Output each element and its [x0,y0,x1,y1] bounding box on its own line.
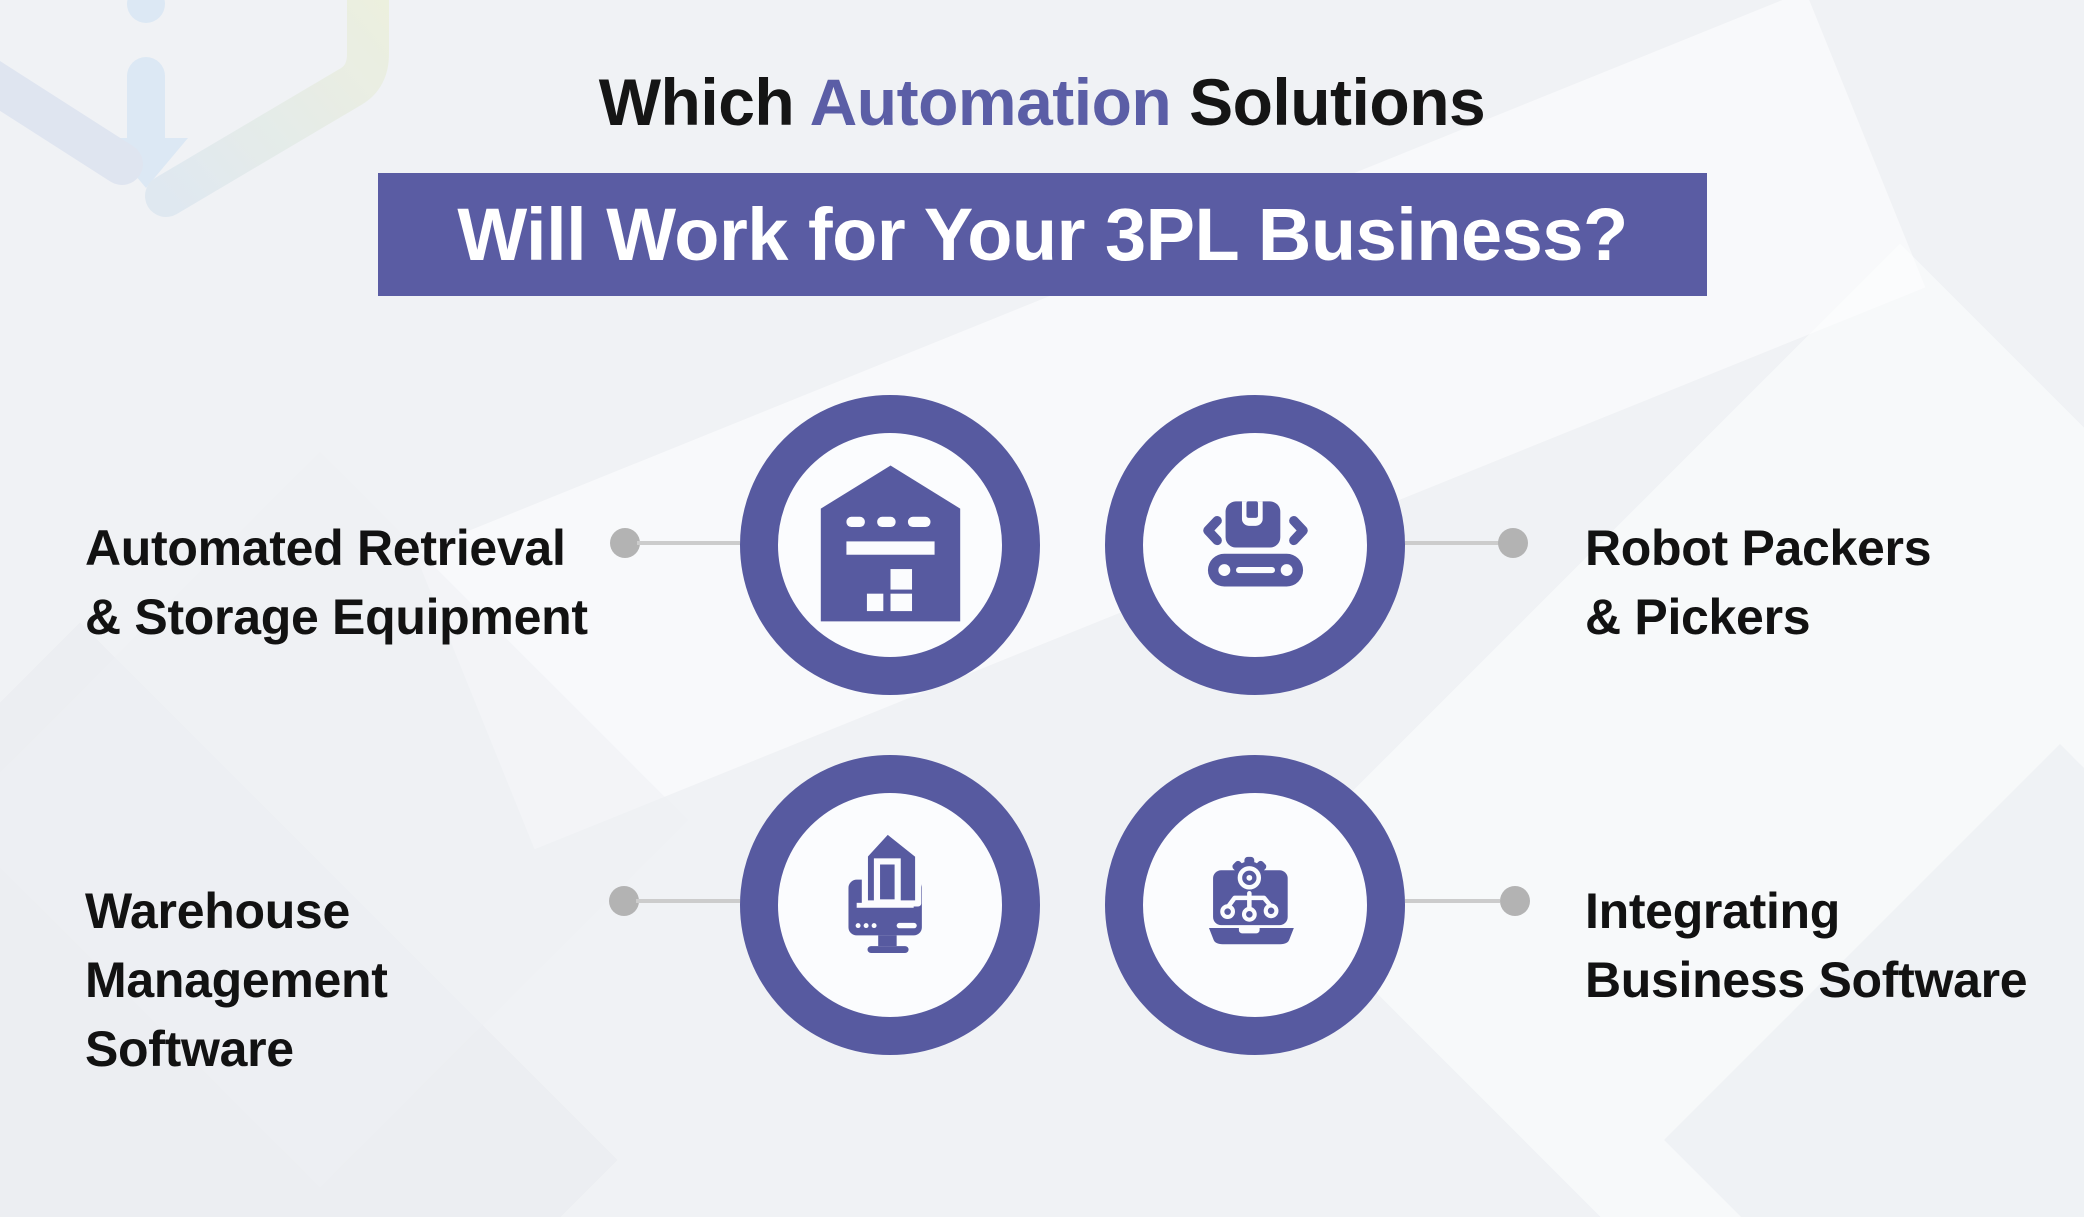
title-suffix: Solutions [1171,65,1486,139]
label-line: Software [85,1021,294,1077]
label-line: Automated Retrieval [85,520,566,576]
label-line: & Storage Equipment [85,589,588,645]
label-integrating-business-software: Integrating Business Software [1585,877,2028,1015]
box-arrow-watermark-icon [0,0,389,217]
connector-line [637,541,740,545]
title-prefix: Which [598,65,810,139]
label-automated-retrieval-storage: Automated Retrieval & Storage Equipment [85,514,588,652]
page-title: Which Automation Solutions [0,64,2084,140]
label-line: Integrating [1585,883,1841,939]
gear-glyph [1227,856,1270,899]
label-line: Business Software [1585,952,2028,1008]
circle-integrating-software [1105,755,1405,1055]
background-diamond-shape [1263,243,2084,1217]
label-robot-packers-pickers: Robot Packers & Pickers [1585,514,1932,652]
connector-dot [609,886,639,916]
circle-warehouse-management [740,755,1040,1055]
label-line: Warehouse [85,883,350,939]
label-line: Management [85,952,388,1008]
circle-automated-retrieval [740,395,1040,695]
conveyor-belt-box-icon [1202,500,1308,586]
connector-dot [610,528,640,558]
warehouse-icon [820,465,960,621]
title-banner: Will Work for Your 3PL Business? [378,173,1707,296]
banner-text: Will Work for Your 3PL Business? [457,193,1628,276]
label-warehouse-management-software: Warehouse Management Software [85,877,388,1084]
connector-dot [1498,528,1528,558]
label-line: Robot Packers [1585,520,1932,576]
title-highlight-word: Automation [809,65,1172,139]
label-line: & Pickers [1585,589,1811,645]
laptop-integration-icon [1208,856,1294,944]
connector-line [1405,899,1500,903]
circle-robot-packers [1105,395,1405,695]
connector-dot [1500,886,1530,916]
monitor-warehouse-icon [847,827,922,953]
connector-line [1405,541,1500,545]
connector-line [636,899,740,903]
